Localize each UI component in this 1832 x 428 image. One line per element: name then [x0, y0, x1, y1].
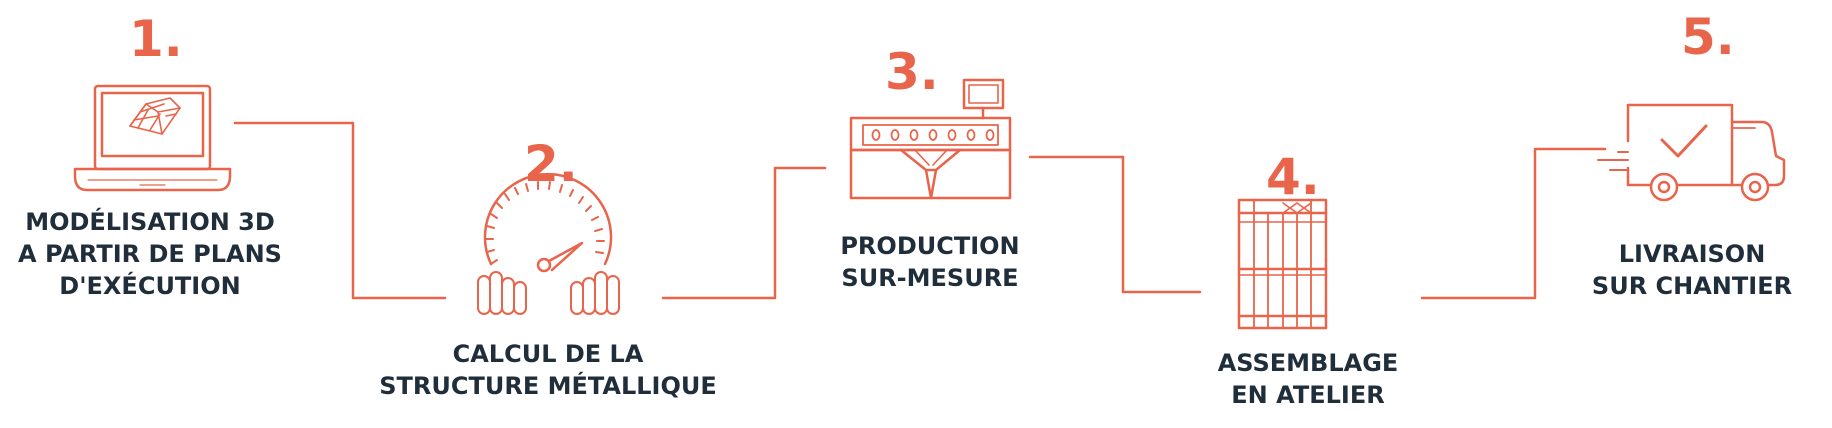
step-1-label-line: A PARTIR DE PLANS [18, 240, 282, 268]
connector-3-4 [1028, 155, 1202, 294]
step-2-label: CALCUL DE LA STRUCTURE MÉTALLIQUE [348, 338, 748, 402]
step-5-label: LIVRAISON SUR CHANTIER [1552, 238, 1832, 302]
step-3-number: 3. [885, 43, 939, 101]
step-3-label-line: PRODUCTION [840, 232, 1020, 260]
step-1-label: MODÉLISATION 3D A PARTIR DE PLANS D'EXÉC… [0, 206, 300, 302]
step-5-label-line: SUR CHANTIER [1591, 272, 1793, 300]
connector-1-2 [233, 121, 447, 300]
gauge-calculation-icon [477, 173, 620, 315]
step-2-label-line: STRUCTURE MÉTALLIQUE [379, 372, 717, 400]
step-3-label-line: SUR-MESURE [841, 264, 1019, 292]
step-5-label-line: LIVRAISON [1618, 240, 1766, 268]
step-2-label-line: CALCUL DE LA [452, 340, 644, 368]
step-4-label-line: EN ATELIER [1231, 381, 1385, 409]
step-5-number: 5. [1681, 8, 1735, 66]
step-4-label-line: ASSEMBLAGE [1217, 349, 1399, 377]
delivery-truck-icon [1597, 103, 1786, 202]
step-4-number: 4. [1266, 148, 1320, 206]
production-machine-icon [849, 78, 1012, 200]
connector-2-3 [661, 166, 827, 300]
step-1-label-line: MODÉLISATION 3D [25, 208, 275, 236]
connector-4-5 [1420, 147, 1607, 300]
laptop-3d-model-icon [73, 84, 232, 192]
step-4-label: ASSEMBLAGE EN ATELIER [1158, 347, 1458, 411]
step-1-number: 1. [129, 10, 183, 68]
step-1-label-line: D'EXÉCUTION [59, 272, 241, 300]
frame-assembly-icon [1237, 198, 1328, 330]
step-2-number: 2. [524, 135, 578, 193]
step-3-label: PRODUCTION SUR-MESURE [780, 230, 1080, 294]
